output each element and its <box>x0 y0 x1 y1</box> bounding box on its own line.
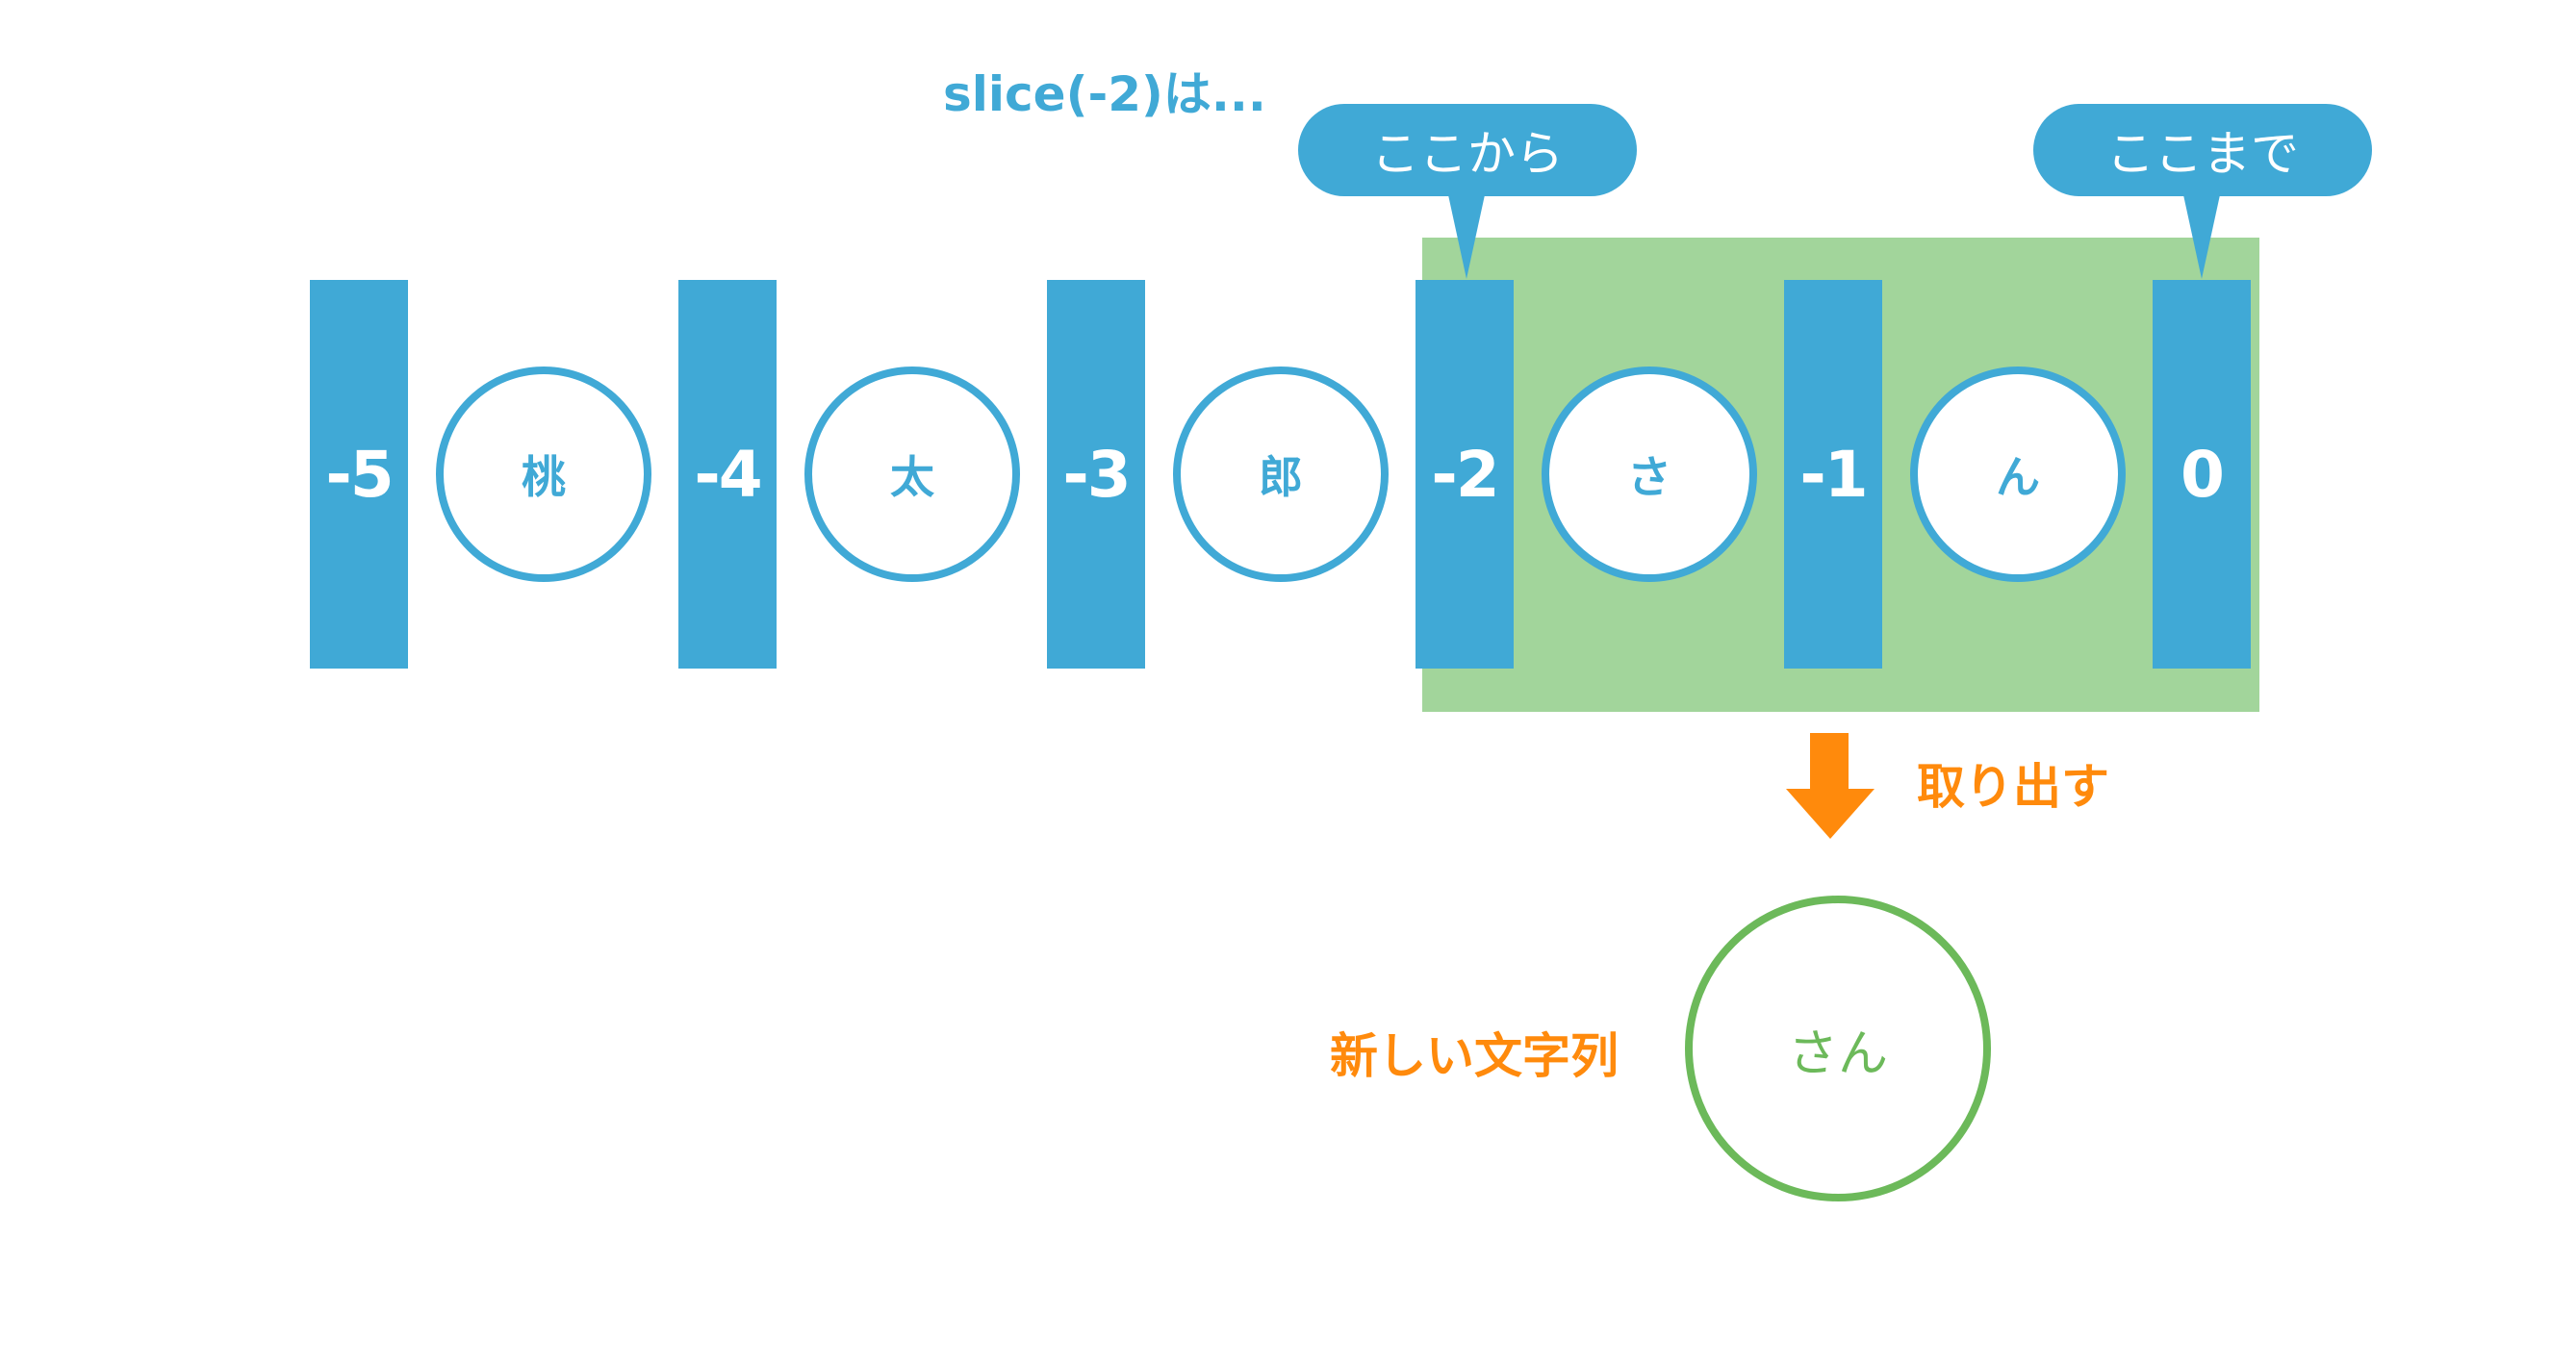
character-circle: ん <box>1910 367 2126 582</box>
character-circle: 郎 <box>1173 367 1389 582</box>
character-circle: 太 <box>804 367 1020 582</box>
index-bar: -1 <box>1784 280 1882 669</box>
result-label: 新しい文字列 <box>1330 1028 1619 1084</box>
index-bar: 0 <box>2153 280 2251 669</box>
character-circle: さ <box>1542 367 1757 582</box>
index-bar: -5 <box>310 280 408 669</box>
down-arrow-head-icon <box>1786 789 1875 839</box>
callout-start-pointer <box>1447 190 1486 279</box>
down-arrow-icon <box>1810 733 1849 791</box>
extract-label: 取り出す <box>1917 759 2109 815</box>
callout-end: ここまで <box>2033 104 2372 196</box>
character-circle: 桃 <box>436 367 651 582</box>
index-bar: -4 <box>678 280 777 669</box>
callout-start: ここから <box>1298 104 1637 196</box>
index-bar: -2 <box>1416 280 1514 669</box>
result-circle: さん <box>1685 896 1991 1201</box>
diagram-title: slice(-2)は... <box>943 66 1266 122</box>
index-bar: -3 <box>1047 280 1145 669</box>
callout-end-pointer <box>2182 190 2221 279</box>
